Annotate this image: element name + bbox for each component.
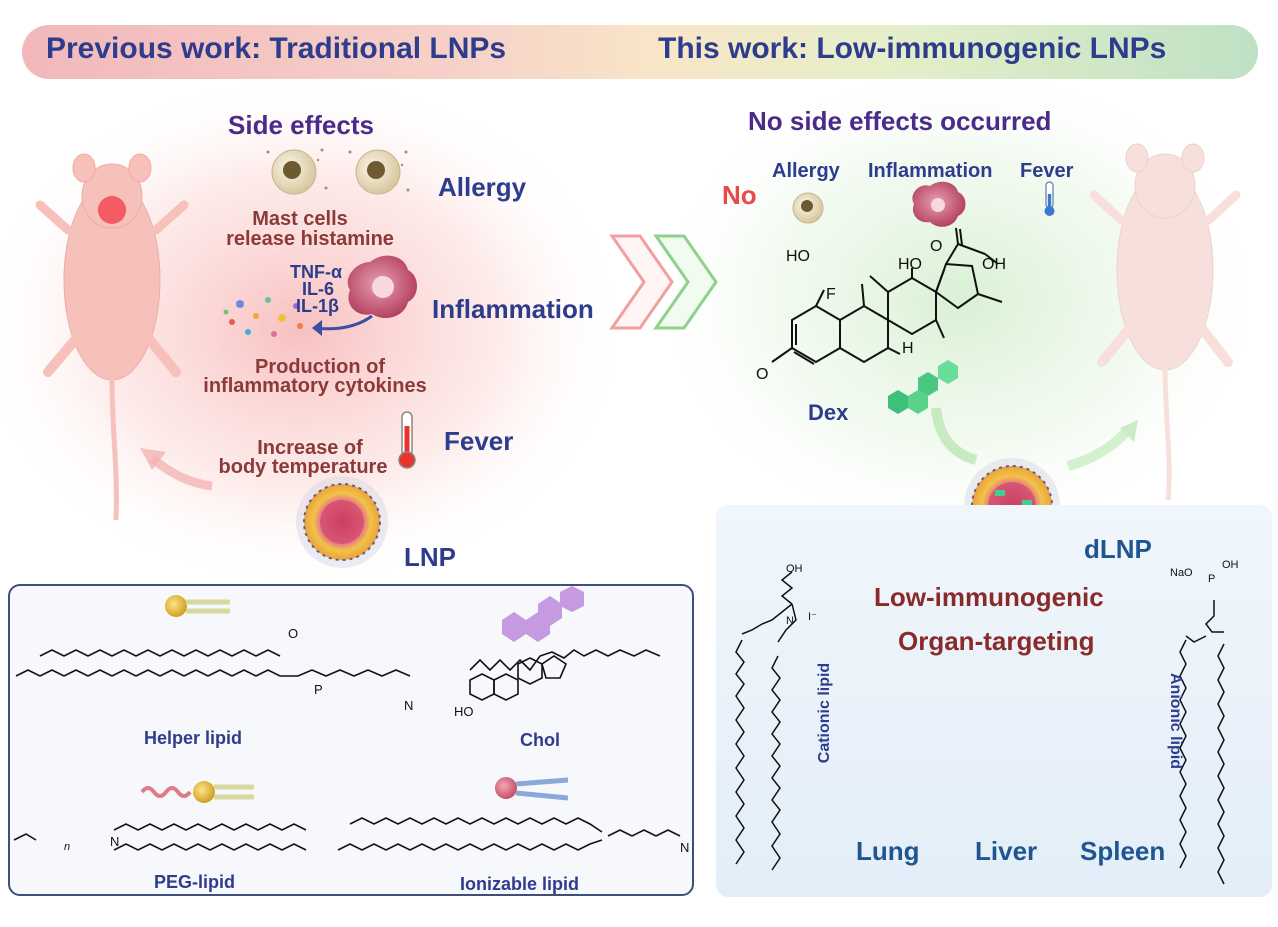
lnp-nanoparticle-icon (296, 476, 388, 568)
no-label: No (722, 180, 757, 210)
organ-targeting-label: Organ-targeting (898, 626, 1095, 656)
chem-o-dex-2: O (756, 366, 769, 383)
helper-lipid-label: Helper lipid (144, 728, 243, 748)
macrophage-icon (347, 255, 417, 318)
chem-oh-cationic: OH (786, 563, 803, 575)
dlnp-label: dLNP (1084, 534, 1152, 564)
chem-p: P (314, 682, 323, 697)
chem-nao: NaO (1170, 567, 1193, 579)
chem-n-cationic: N (786, 615, 794, 627)
allergy-label: Allergy (438, 172, 527, 202)
chem-o-1: O (288, 626, 298, 641)
side-effects-heading: Side effects (228, 110, 374, 140)
peg-lipid-label: PEG-lipid (154, 872, 235, 892)
spleen-label: Spleen (1080, 836, 1166, 866)
allergy-cell-icon (792, 192, 824, 224)
temperature-text-2: body temperature (218, 456, 388, 478)
lnp-label: LNP (404, 542, 456, 572)
chem-ho-dex: HO (786, 248, 810, 265)
chem-iodide: I⁻ (808, 611, 817, 623)
cationic-lipid-label: Cationic lipid (816, 662, 833, 764)
cytokine-il6: IL-6 (302, 279, 335, 299)
inflammation-label: Inflammation (432, 294, 594, 324)
chem-n-3: N (680, 840, 689, 855)
low-immunogenic-label: Low-immunogenic (874, 582, 1104, 612)
mast-cell-icon (266, 148, 410, 195)
chem-oh-dex: OH (982, 256, 1006, 273)
cytokine-il1b: IL-1β (296, 296, 339, 316)
right-green-glow (640, 50, 1278, 550)
chevron-arrows-icon (609, 234, 718, 330)
right-allergy-label: Allergy (772, 160, 840, 182)
mast-cells-text-1: Mast cells (252, 208, 348, 230)
fever-thermometer-icon (1044, 181, 1055, 216)
organ-targeting-panel (716, 505, 1272, 897)
inflammation-cell-icon (912, 181, 966, 227)
production-text-2: inflammatory cytokines (203, 375, 427, 397)
mouse-left-icon (35, 153, 189, 521)
mouse-right-icon (1089, 143, 1241, 501)
title-banner (22, 25, 1258, 79)
lipid-structures: O P N HO N n N (13, 586, 689, 855)
liver-label: Liver (975, 836, 1038, 866)
cytokine-tnf: TNF-α (290, 262, 343, 282)
fever-label: Fever (444, 426, 514, 456)
dlnp-to-mouse-arrowhead (1120, 420, 1138, 442)
banner-left-title: Previous work: Traditional LNPs (46, 32, 507, 65)
right-fever-label: Fever (1020, 160, 1074, 182)
chem-n-sub: n (64, 841, 70, 853)
anionic-lipid-label: Anionic lipid (1167, 673, 1184, 769)
return-arrowhead-left (140, 448, 166, 470)
dex-molecule-icon (888, 360, 958, 414)
dexamethasone-structure (771, 227, 1003, 365)
charged-lipid-structures: OH N I⁻ NaO P OH (735, 560, 1239, 885)
cytokine-dots (223, 297, 303, 337)
temperature-text-1: Increase of (257, 437, 363, 459)
chem-oh-anionic: OH (1222, 560, 1239, 571)
lung-label: Lung (856, 836, 920, 866)
thermometer-icon (398, 411, 416, 469)
chem-n-2: N (110, 834, 119, 849)
production-text-1: Production of (255, 356, 385, 378)
chem-f-dex: F (826, 286, 836, 303)
mast-cells-text-2: release histamine (226, 228, 394, 250)
chem-h-dex: H (902, 340, 914, 357)
banner-right-title: This work: Low-immunogenic LNPs (658, 32, 1167, 65)
cytokine-arrowhead (312, 320, 322, 336)
chem-ho-chol: HO (454, 704, 474, 719)
no-side-effects-heading: No side effects occurred (748, 106, 1052, 136)
chol-label: Chol (520, 730, 560, 750)
chem-p-anionic: P (1208, 573, 1215, 585)
dlnp-to-mouse-arrow (1066, 428, 1130, 471)
dex-to-dlnp-arrow (931, 407, 978, 465)
right-inflammation-label: Inflammation (868, 160, 993, 182)
dex-label: Dex (808, 400, 849, 425)
ionizable-lipid-label: Ionizable lipid (460, 874, 580, 894)
chem-o-dex: O (930, 238, 943, 255)
chem-ho-dex-2: HO (898, 256, 922, 273)
chem-n-1: N (404, 698, 413, 713)
